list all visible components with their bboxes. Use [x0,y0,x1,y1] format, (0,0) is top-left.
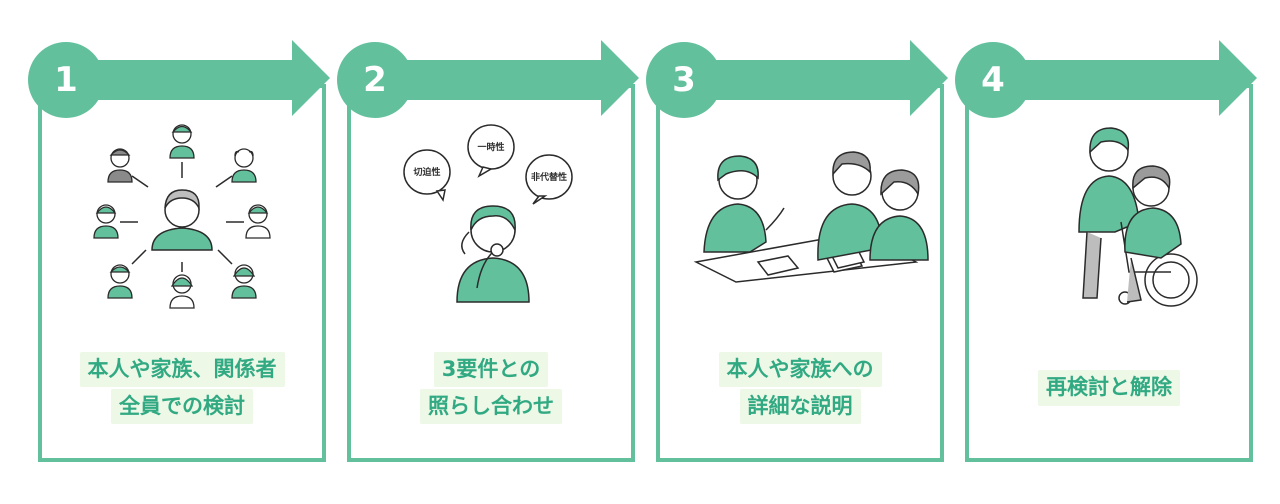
thinking-woman-icon: 一時性 切迫性 非代替性 [403,124,573,303]
step-label: 3要件との 照らし合わせ [351,340,631,436]
wheelchair-care-icon [1078,127,1198,307]
step-number-badge: 2 [337,42,413,118]
step-label-line: 詳細な説明 [739,389,861,425]
step-label-line: 照らし合わせ [420,389,562,425]
step-label-line: 再検討と解除 [1038,370,1180,406]
step-label-line: 本人や家族、関係者 [79,351,285,387]
step-label-line: 全員での検討 [111,389,253,425]
bubble-text: 切迫性 [413,166,440,178]
step-2: 2 一時性 切迫性 非代替性 3要件との 照らし合わせ [309,0,639,504]
bubble-text: 非代替性 [531,171,567,183]
step-1: 1 本人や家族、関係者 [0,0,330,504]
step-4: 4 再検討と解除 [927,0,1257,504]
consultation-icon [693,151,929,283]
bubble-text: 一時性 [477,141,504,153]
step-number-badge: 4 [955,42,1031,118]
people-network-icon [93,124,271,309]
step-3: 3 本人や家族への 詳細な説明 [618,0,948,504]
step-label: 本人や家族への 詳細な説明 [660,340,940,436]
step-label: 本人や家族、関係者 全員での検討 [42,340,322,436]
step-label-line: 3要件との [433,351,549,387]
step-label: 再検討と解除 [969,340,1249,436]
step-number-badge: 3 [646,42,722,118]
step-number-badge: 1 [28,42,104,118]
step-label-line: 本人や家族への [718,351,882,387]
